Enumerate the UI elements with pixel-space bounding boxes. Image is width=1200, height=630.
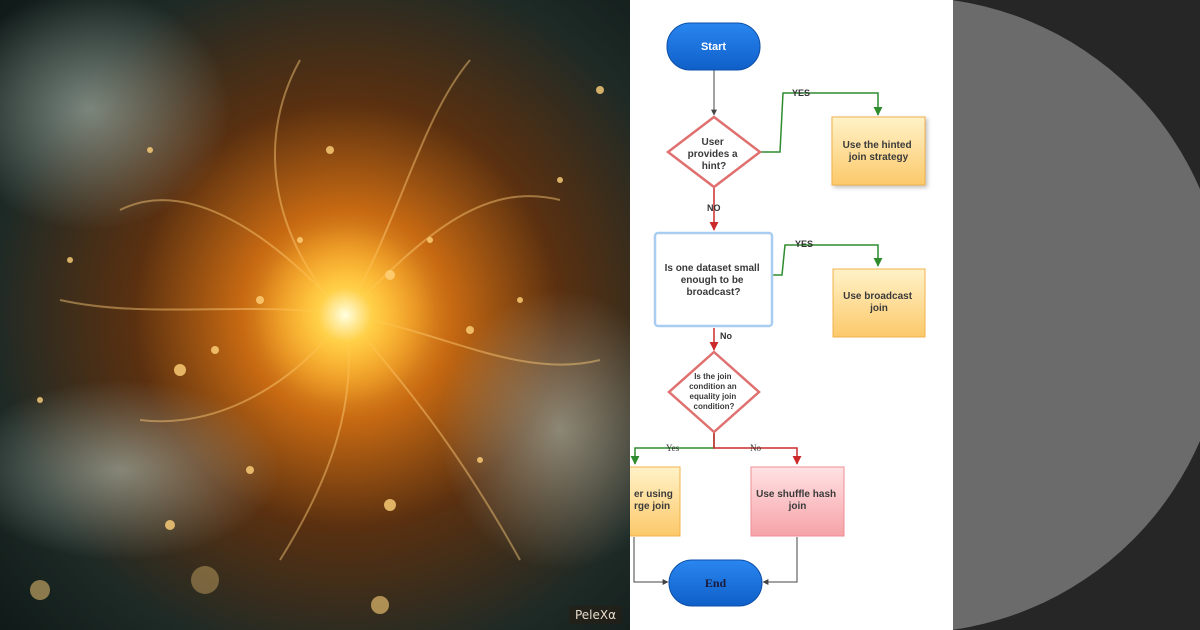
edge-broadcast-yes [773, 244, 883, 276]
result-shuffle-line2: join [788, 501, 807, 512]
label-broadcast-no: No [720, 331, 732, 341]
edge-shuffle-to-end [762, 537, 798, 585]
label-broadcast-yes: YES [795, 239, 813, 249]
decision-broadcast-line2: enough to be [681, 275, 744, 286]
flow-connectors [630, 70, 883, 585]
abstract-fireworks-artwork: PeleXα [0, 0, 630, 630]
svg-text:Is the join condition: Is the join condition an equality join c… [689, 372, 739, 411]
svg-text:Use broadcast join: Use broadcast join [843, 291, 915, 314]
svg-text:er using rge join: er using rge join [634, 489, 676, 512]
edge-equality-no [713, 432, 802, 465]
decoration-canvas [953, 0, 1200, 630]
start-label: Start [701, 41, 726, 53]
end-label: End [705, 576, 727, 590]
join-strategy-flowchart: YES NO YES No Yes No Start User provides… [630, 0, 953, 630]
edge-sortmerge-to-end [633, 537, 669, 585]
decision-broadcast-size: Is one dataset small enough to be broadc… [653, 231, 774, 328]
start-node: Start [666, 22, 761, 71]
decision-equality-line1: Is the join [694, 372, 731, 381]
label-hint-no: NO [707, 203, 721, 213]
flowchart-canvas: YES NO YES No Yes No Start User provides… [630, 22, 926, 607]
decision-user-hint: User provides a hint? [665, 115, 763, 189]
decision-equality-line3: equality join [690, 392, 737, 401]
svg-text:Is one dataset small e: Is one dataset small enough to be broadc… [665, 263, 763, 298]
large-gray-circle [953, 0, 1200, 630]
decision-equality-line4: condition? [694, 402, 735, 411]
result-broadcast-line1: Use broadcast [843, 291, 913, 302]
label-hint-yes: YES [792, 88, 810, 98]
result-hinted-join: Use the hinted join strategy [831, 116, 926, 186]
result-sortmerge-line1: er using [634, 489, 673, 500]
decision-equality-line2: condition an [689, 382, 737, 391]
result-shuffle-line1: Use shuffle hash [756, 489, 836, 500]
decision-broadcast-line1: Is one dataset small [665, 263, 760, 274]
result-sortmerge-join: er using rge join [630, 466, 681, 537]
label-equality-no: No [750, 443, 761, 453]
edge-hint-yes [760, 92, 883, 153]
artwork-canvas [0, 0, 630, 630]
result-hinted-line1: Use the hinted [843, 140, 912, 151]
result-shuffle-hash-join: Use shuffle hash join [750, 466, 845, 537]
decision-equality-condition: Is the join condition an equality join c… [667, 350, 761, 434]
decision-broadcast-line3: broadcast? [687, 287, 741, 298]
svg-text:Use shuffle hash join: Use shuffle hash join [756, 489, 839, 512]
result-sortmerge-line2: rge join [634, 501, 670, 512]
result-hinted-line2: join strategy [848, 152, 909, 163]
label-equality-yes: Yes [666, 443, 680, 453]
decision-user-hint-line3: hint? [702, 161, 726, 172]
result-broadcast-join: Use broadcast join [832, 268, 926, 338]
end-node: End [668, 559, 763, 607]
svg-text:User provides a: User provides a hint? [688, 137, 741, 172]
decision-user-hint-line2: provides a [688, 149, 738, 160]
result-broadcast-line2: join [869, 303, 888, 314]
decision-user-hint-line1: User [701, 137, 723, 148]
artist-watermark: PeleXα [568, 606, 622, 624]
gray-circle-decoration [953, 0, 1200, 630]
svg-text:Use the hinted join st: Use the hinted join strategy [843, 140, 915, 163]
